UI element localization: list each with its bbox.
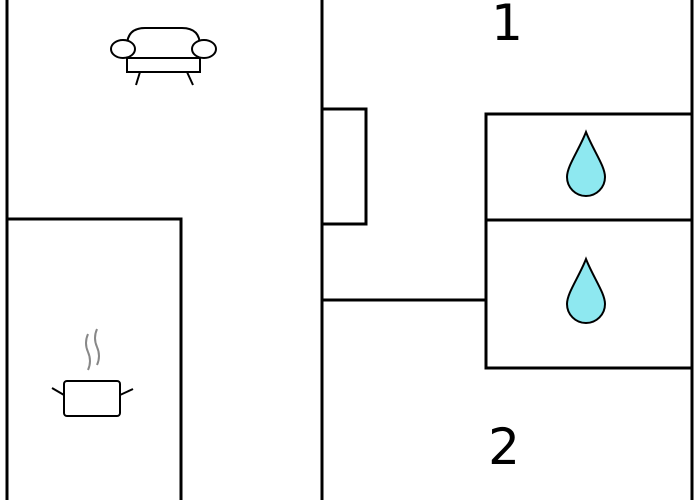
water-drop-icon (565, 256, 607, 324)
kitchen-wall (7, 217, 183, 500)
closet-niche (322, 107, 368, 226)
walls (5, 0, 694, 500)
bathroom-2 (484, 218, 694, 370)
cooking-pot-icon (51, 328, 134, 417)
sofa-icon (110, 27, 217, 86)
water-drop-icon (565, 129, 607, 197)
room-number-2: 2 (488, 418, 520, 476)
room-number-1: 1 (491, 0, 523, 52)
